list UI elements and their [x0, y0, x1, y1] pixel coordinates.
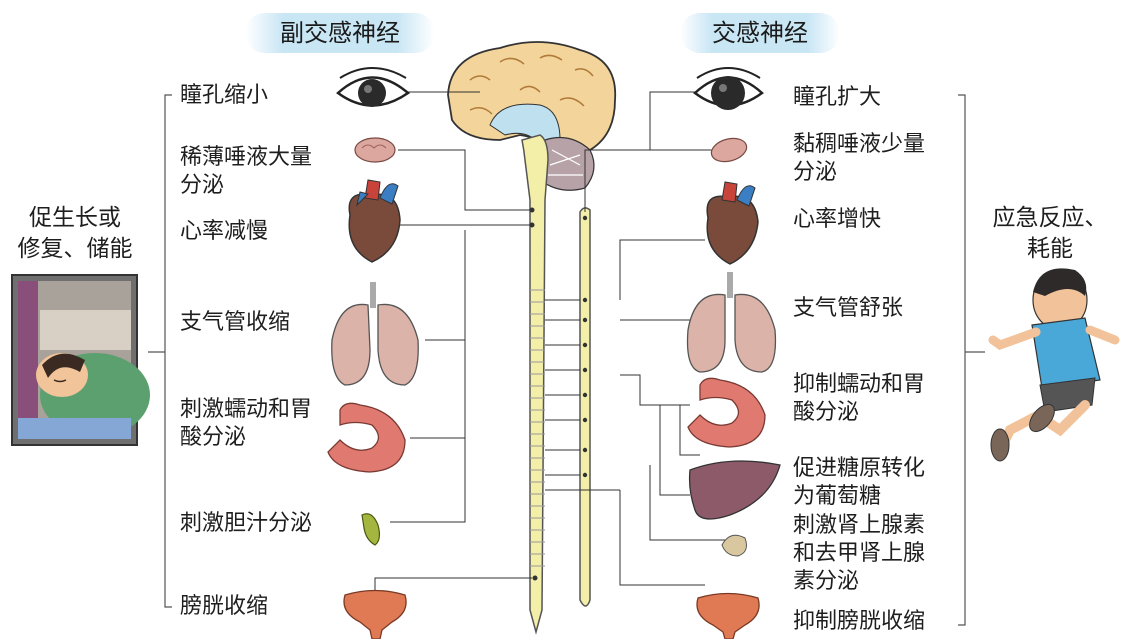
left-salivary-gland-illustration	[355, 138, 395, 162]
left-heart-illustration	[349, 180, 400, 262]
left-label-stomach-line1: 刺激蠕动和胃	[180, 396, 312, 424]
left-label-pupil: 瞳孔缩小	[180, 82, 268, 110]
right-label-adrenal-line3: 素分泌	[793, 568, 925, 596]
right-stomach-illustration	[688, 378, 765, 447]
right-summary-line1: 应急反应、	[975, 203, 1125, 234]
left-label-saliva: 稀薄唾液大量 分泌	[180, 144, 312, 200]
right-label-saliva: 黏稠唾液少量 分泌	[793, 131, 925, 187]
right-heart-illustration	[707, 182, 758, 264]
right-label-liver: 促进糖原转化 为葡萄糖	[793, 455, 925, 511]
right-label-stomach: 抑制蠕动和胃 酸分泌	[793, 371, 925, 427]
left-eye-illustration	[338, 68, 408, 107]
right-adrenal-illustration	[722, 535, 746, 556]
left-bracket	[148, 95, 172, 607]
right-label-adrenal-line1: 刺激肾上腺素	[793, 512, 925, 540]
left-lungs-illustration	[332, 282, 418, 385]
right-label-stomach-line1: 抑制蠕动和胃	[793, 371, 925, 399]
left-gallbladder-illustration	[362, 514, 379, 545]
right-lungs-illustration	[688, 272, 776, 372]
right-label-liver-line1: 促进糖原转化	[793, 455, 925, 483]
left-label-saliva-line2: 分泌	[180, 172, 312, 200]
right-label-heart: 心率增快	[793, 206, 881, 234]
right-label-bladder: 抑制膀胱收缩	[793, 608, 925, 636]
running-boy-picture	[991, 268, 1115, 461]
left-summary: 促生长或 修复、储能	[0, 203, 150, 265]
sleeping-child-picture	[12, 275, 150, 445]
right-label-liver-line2: 为葡萄糖	[793, 483, 925, 511]
left-summary-line1: 促生长或	[0, 203, 150, 234]
left-label-heart: 心率减慢	[180, 218, 268, 246]
right-label-stomach-line2: 酸分泌	[793, 399, 925, 427]
left-stomach-illustration	[328, 403, 405, 472]
right-summary-line2: 耗能	[975, 234, 1125, 265]
left-summary-line2: 修复、储能	[0, 234, 150, 265]
right-label-bronchi: 支气管舒张	[793, 295, 903, 323]
left-label-saliva-line1: 稀薄唾液大量	[180, 144, 312, 172]
right-summary: 应急反应、 耗能	[975, 203, 1125, 265]
right-bracket	[958, 95, 985, 625]
right-liver-illustration	[690, 461, 780, 519]
right-label-saliva-line1: 黏稠唾液少量	[793, 131, 925, 159]
right-salivary-gland-illustration	[709, 135, 749, 166]
left-bladder-illustration	[344, 591, 406, 639]
left-label-bronchi: 支气管收缩	[180, 309, 290, 337]
right-label-saliva-line2: 分泌	[793, 159, 925, 187]
right-eye-illustration	[695, 68, 762, 110]
right-label-adrenal: 刺激肾上腺素 和去甲肾上腺 素分泌	[793, 512, 925, 596]
left-label-bladder: 膀胱收缩	[180, 593, 268, 621]
right-label-pupil: 瞳孔扩大	[793, 84, 881, 112]
right-label-adrenal-line2: 和去甲肾上腺	[793, 540, 925, 568]
sympathetic-chain	[580, 208, 590, 606]
right-bladder-illustration	[697, 594, 759, 639]
left-label-stomach: 刺激蠕动和胃 酸分泌	[180, 396, 312, 452]
left-label-bile: 刺激胆汁分泌	[180, 510, 312, 538]
left-label-stomach-line2: 酸分泌	[180, 424, 312, 452]
